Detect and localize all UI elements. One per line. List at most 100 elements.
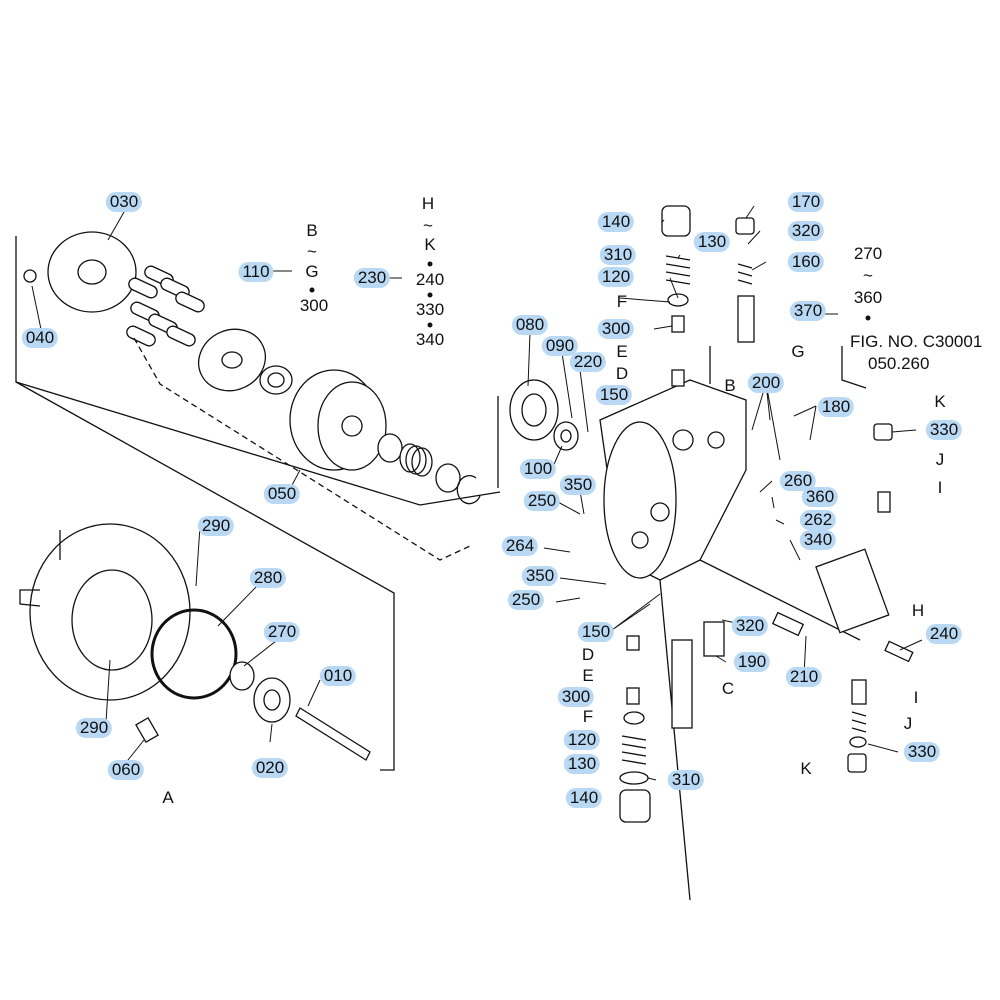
callout-370[interactable]: 370 [789,301,827,321]
callout-150-top[interactable]: 150 [595,385,633,405]
letter-f-top: F [616,292,628,311]
letter-g: G [791,342,805,361]
callout-310-top[interactable]: 310 [599,245,637,265]
part-c-spool [671,639,693,729]
callout-060[interactable]: 060 [107,760,145,780]
part-k-plug-bottom [847,753,867,773]
part-d-plug-bottom [626,635,640,651]
callout-262[interactable]: 262 [799,510,837,530]
callout-250-bottom[interactable]: 250 [507,590,545,610]
letter-d-top: D [615,364,629,383]
callout-250-top[interactable]: 250 [523,491,561,511]
callout-264[interactable]: 264 [501,536,539,556]
callout-040[interactable]: 040 [21,328,59,348]
callout-160[interactable]: 160 [787,252,825,272]
callout-130-top[interactable]: 130 [693,232,731,252]
part-h-block [815,548,890,634]
callout-300-top[interactable]: 300 [597,319,635,339]
callout-020[interactable]: 020 [251,758,289,778]
group-110-dot [309,287,315,293]
valve-body [599,379,747,581]
letter-k-top: K [424,235,436,254]
snap-ring [456,475,481,505]
part-i-plunger-bottom [851,679,867,705]
callout-240[interactable]: 240 [925,624,963,644]
callout-120-bottom[interactable]: 120 [563,730,601,750]
callout-030[interactable]: 030 [105,192,143,212]
callout-350-top[interactable]: 350 [559,475,597,495]
group-230-dot-1 [427,261,433,267]
leader-lines [31,205,923,781]
callout-050[interactable]: 050 [263,484,301,504]
callout-100[interactable]: 100 [519,459,557,479]
figure-number: FIG. NO. C30001 [850,332,983,351]
callout-360[interactable]: 360 [801,487,839,507]
group-370-tilde: ~ [863,266,873,285]
pistons-bundle [126,265,205,347]
part-020-bearing [253,677,291,723]
part-040-ball [23,269,37,283]
callout-320-top[interactable]: 320 [787,221,825,241]
part-120-seat-bottom [623,711,645,725]
callout-320-bottom[interactable]: 320 [731,616,769,636]
letter-f-bottom: F [582,707,594,726]
callout-290-top[interactable]: 290 [197,516,235,536]
letter-k-right-bottom: K [800,759,812,778]
part-j-spring-bottom [851,711,867,733]
callout-210[interactable]: 210 [785,667,823,687]
letter-i-right-bottom: I [913,688,919,707]
group-230-tilde: ~ [423,216,433,235]
part-g-spool [737,295,755,343]
callout-300-bottom[interactable]: 300 [557,687,595,707]
washer-2 [435,463,461,493]
group-370-dot [865,315,871,321]
callout-350-bottom[interactable]: 350 [521,566,559,586]
callout-170[interactable]: 170 [787,192,825,212]
part-270-seal [229,661,255,691]
callout-220[interactable]: 220 [569,352,607,372]
part-240-bolt [884,640,914,663]
group-370-from: 270 [853,244,883,263]
callout-190[interactable]: 190 [733,652,771,672]
spring [399,443,433,477]
motor-housing [19,523,191,701]
letter-j-right-top: J [935,450,945,469]
part-080-plate [509,379,559,441]
callout-180[interactable]: 180 [817,397,855,417]
callout-150-bottom[interactable]: 150 [577,622,615,642]
group-110-tilde: ~ [307,242,317,261]
callout-290-bottom[interactable]: 290 [75,718,113,738]
cylinder-block [289,369,387,471]
part-310-o-ring-bottom [619,771,649,785]
letter-j-right-bottom: J [903,714,913,733]
part-030-disc [47,231,137,313]
callout-130-bottom[interactable]: 130 [563,754,601,774]
callout-340[interactable]: 340 [799,530,837,550]
callout-080[interactable]: 080 [511,315,549,335]
part-120-seat-top [667,293,689,307]
callout-010[interactable]: 010 [319,666,357,686]
callout-090[interactable]: 090 [541,336,579,356]
callout-230[interactable]: 230 [353,268,391,288]
group-230-dot-3 [427,322,433,328]
callout-140-top[interactable]: 140 [597,212,635,232]
callout-260[interactable]: 260 [779,471,817,491]
callout-310-bottom[interactable]: 310 [667,770,705,790]
callout-280[interactable]: 280 [249,568,287,588]
callout-330-bottom[interactable]: 330 [903,742,941,762]
callout-200[interactable]: 200 [747,373,785,393]
right-frame [709,346,867,389]
part-170-plug [735,217,755,235]
figure-ref: 050.260 [868,354,930,373]
part-060-plug [135,716,159,744]
callout-330-top[interactable]: 330 [925,420,963,440]
callout-120-top[interactable]: 120 [597,267,635,287]
callout-270[interactable]: 270 [263,622,301,642]
group-230-item-330: 330 [415,300,445,319]
group-230-dot-2 [427,292,433,298]
callout-140-bottom[interactable]: 140 [565,788,603,808]
part-d-plug-top [671,369,685,387]
part-140-plug-top [661,205,691,237]
callout-110[interactable]: 110 [238,262,274,282]
